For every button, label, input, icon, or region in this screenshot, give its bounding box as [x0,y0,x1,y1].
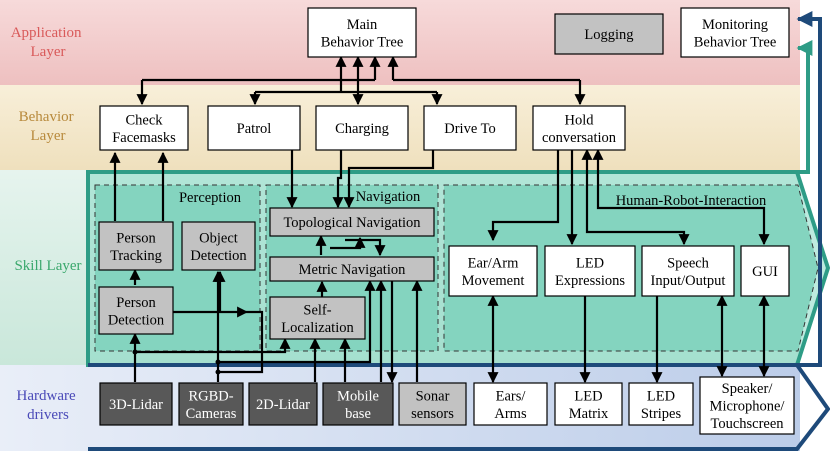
application-layer-label: Application Layer [11,25,86,60]
check-facemasks-box [99,105,189,151]
charging-box [315,105,409,151]
skill-to-monitoring-arrow [796,40,813,174]
hold-conversation-box [532,105,626,151]
metric-nav-label: Metric Navigation [299,262,406,278]
metric-nav-box [269,256,435,282]
led-matrix-box [554,382,623,426]
perception-group-label: Perception [179,190,242,206]
person-tracking-box [98,221,174,271]
metric-nav-node: Metric Navigation [269,256,435,282]
topological-nav-node: Topological Navigation [269,207,435,237]
topological-nav-box [269,207,435,237]
logging-box [554,13,664,55]
drive-to-box [423,105,517,151]
ear-arm-movement-box [448,245,538,297]
self-localization-box [269,296,366,340]
lidar-2d-label: 2D-Lidar [256,397,310,413]
object-detection-box [181,221,256,271]
lidar-2d-box [248,382,318,426]
drive-to-node: Drive To [423,105,517,151]
led-expressions-box [544,245,636,297]
lidar-3d-box [99,382,173,426]
logging-node: Logging [554,13,664,55]
lidar-3d-label: 3D-Lidar [109,397,163,413]
speaker-mic-touch-label: Speaker/Microphone/Touchscreen [710,381,786,432]
behavior-layer-label: Behavior Layer [19,109,78,144]
topological-nav-label: Topological Navigation [283,215,421,231]
ears-arms-label: Ears/Arms [494,388,527,422]
navigation-group-label: Navigation [356,189,421,205]
skill-layer-label: Skill Layer [14,258,81,274]
person-detection-box [98,286,174,335]
charging-node: Charging [315,105,409,151]
gui-label: GUI [752,264,778,280]
rgbd-cameras-node: RGBD-Cameras [178,382,244,426]
patrol-node: Patrol [207,105,301,151]
rgbd-cameras-box [178,382,244,426]
speech-io-box [641,245,735,297]
main-bt-box [307,7,417,58]
self-localization-node: Self-Localization [269,296,366,340]
rgbd-cameras-label: RGBD-Cameras [186,388,237,422]
logging-label: Logging [584,27,633,43]
gui-box [740,245,790,297]
charging-label: Charging [335,121,389,137]
hri-group-label: Human-Robot-Interaction [616,193,767,209]
hardware-layer-arrow [88,363,830,451]
mobile-base-box [322,382,394,426]
hardware-to-monitoring-arrow [796,11,822,367]
lidar-2d-node: 2D-Lidar [248,382,318,426]
led-stripes-box [628,382,694,426]
patrol-box [207,105,301,151]
sonar-sensors-box [398,382,467,426]
self-localization-label: Self-Localization [281,302,354,336]
lidar-3d-node: 3D-Lidar [99,382,173,426]
speaker-mic-touch-box [699,376,795,435]
monitoring-bt-box [680,7,790,58]
drive-to-label: Drive To [444,121,495,137]
ears-arms-node: Ears/Arms [473,382,548,426]
patrol-label: Patrol [237,121,272,137]
gui-node: GUI [740,245,790,297]
ears-arms-box [473,382,548,426]
hardware-layer-label: Hardware drivers [17,388,80,423]
edges [109,55,770,384]
speaker-mic-touch-node: Speaker/Microphone/Touchscreen [699,376,795,435]
